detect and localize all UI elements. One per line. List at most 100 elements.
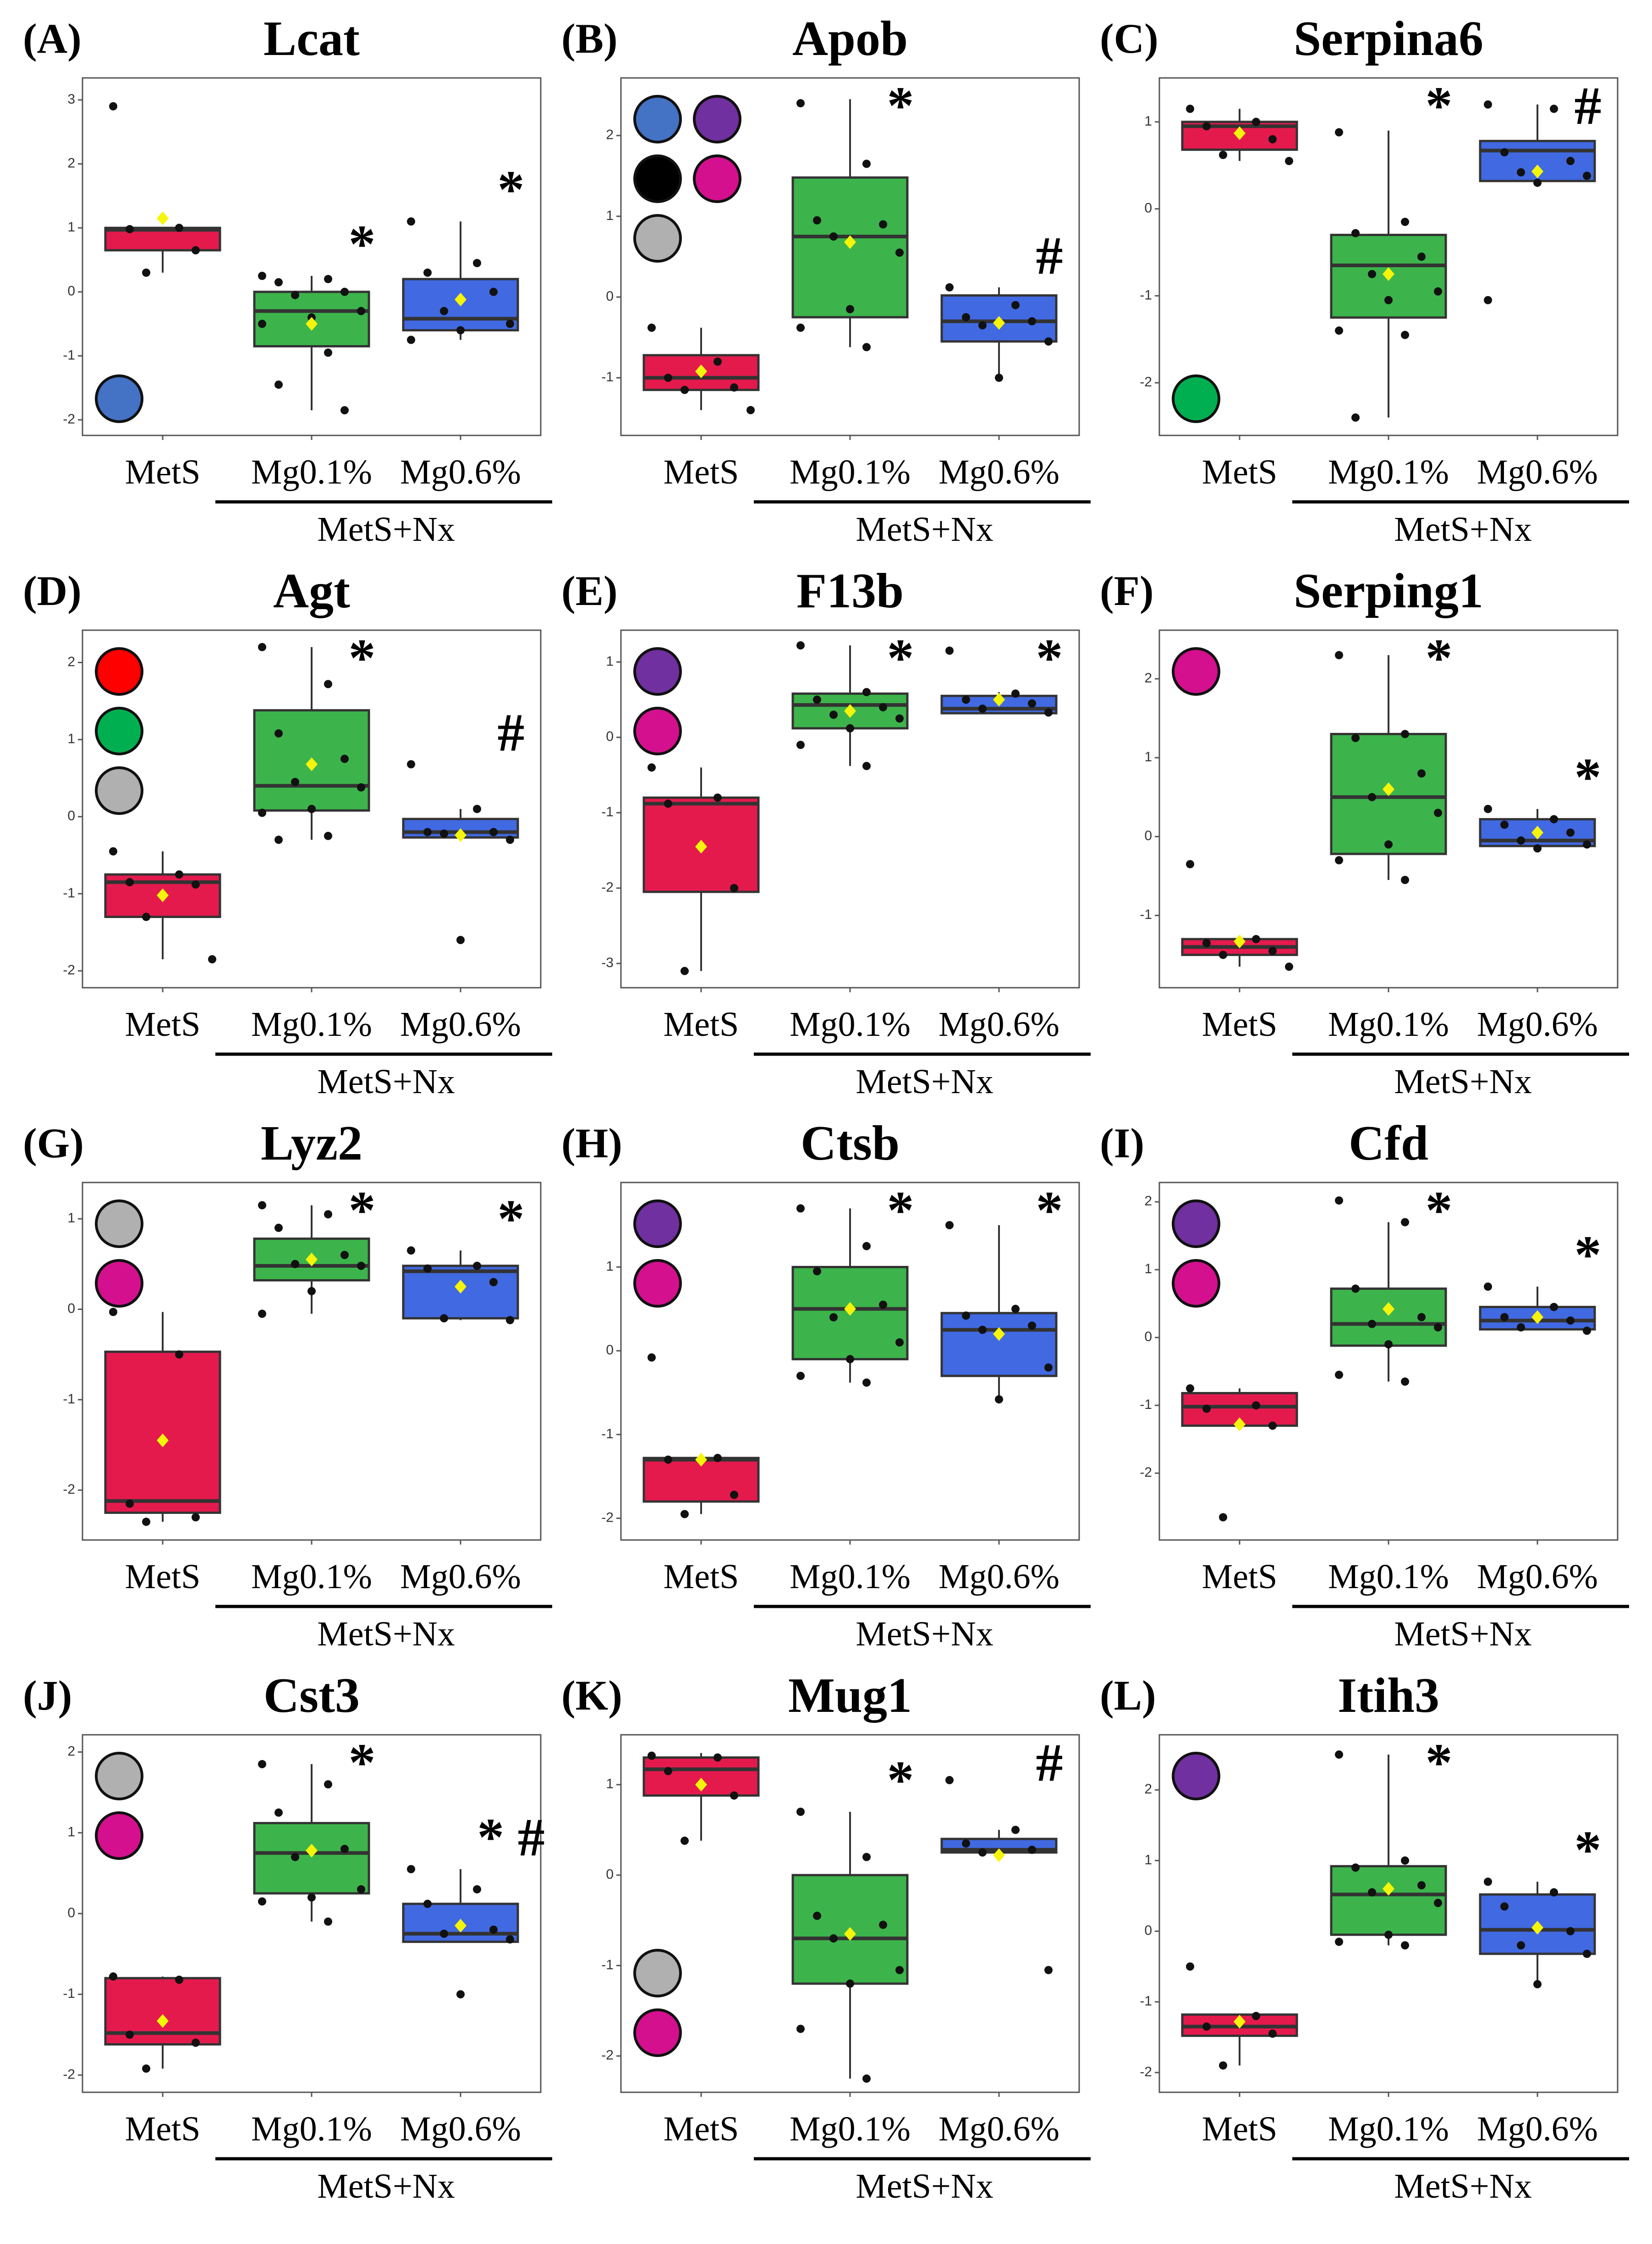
y-tick-label: -2 bbox=[601, 2048, 614, 2063]
y-tick-label: 2 bbox=[67, 155, 75, 170]
data-point bbox=[1500, 820, 1509, 829]
data-point bbox=[1484, 1282, 1492, 1291]
y-tick-label: 1 bbox=[67, 732, 75, 747]
data-point bbox=[192, 1513, 200, 1522]
data-point bbox=[357, 783, 365, 792]
data-point bbox=[796, 1371, 805, 1380]
significance-mark: * bbox=[887, 1180, 914, 1240]
data-point bbox=[945, 1776, 954, 1784]
data-point bbox=[407, 1865, 415, 1874]
data-point bbox=[1517, 168, 1525, 176]
data-point bbox=[1434, 1898, 1442, 1907]
significance-mark: * bbox=[1426, 1180, 1453, 1240]
category-label: MetS bbox=[125, 1005, 201, 1044]
data-point bbox=[648, 1353, 656, 1362]
data-point bbox=[340, 1845, 349, 1854]
data-point bbox=[1583, 171, 1591, 180]
panel-title: Cfd bbox=[1349, 1116, 1428, 1171]
y-tick-label: 0 bbox=[606, 289, 614, 304]
data-point bbox=[1351, 229, 1360, 237]
data-point bbox=[1351, 1863, 1360, 1872]
data-point bbox=[274, 380, 283, 389]
data-point bbox=[1500, 1313, 1509, 1321]
box-iqr bbox=[104, 1350, 221, 1514]
data-point bbox=[1219, 2061, 1227, 2070]
data-point bbox=[962, 1839, 970, 1848]
mean-marker bbox=[306, 1253, 318, 1266]
data-point bbox=[1368, 1888, 1376, 1897]
data-point bbox=[456, 326, 465, 335]
data-point bbox=[142, 913, 150, 921]
data-point bbox=[879, 1920, 887, 1929]
panel-serping1: (F)Serping1-1012MetS*Mg0.1%*Mg0.6%MetS+N… bbox=[1100, 564, 1629, 1101]
data-point bbox=[813, 1911, 821, 1920]
box-mets bbox=[104, 847, 221, 963]
data-point bbox=[846, 305, 854, 314]
significance-mark: * bbox=[1575, 747, 1602, 807]
y-tick-label: -1 bbox=[63, 1986, 75, 2001]
data-point bbox=[126, 1499, 134, 1508]
mean-marker bbox=[455, 1280, 467, 1294]
data-point bbox=[324, 275, 332, 283]
box-mg0-1-: * bbox=[791, 1180, 914, 1387]
box-mets bbox=[1181, 860, 1298, 971]
y-tick-label: -1 bbox=[601, 804, 614, 820]
data-point bbox=[796, 1204, 805, 1213]
y-tick-label: 0 bbox=[67, 1905, 75, 1920]
data-point bbox=[895, 1338, 904, 1347]
category-label: MetS bbox=[1202, 2110, 1278, 2148]
panel-title: Cst3 bbox=[263, 1668, 360, 1723]
data-point bbox=[1401, 1377, 1409, 1386]
data-point bbox=[713, 1753, 722, 1762]
mean-marker bbox=[455, 1919, 467, 1933]
data-point bbox=[1566, 828, 1575, 837]
legend-magenta-dot bbox=[1172, 647, 1220, 696]
y-tick-label: -1 bbox=[1140, 1397, 1152, 1412]
box-mets bbox=[1181, 1384, 1298, 1522]
data-point bbox=[175, 1350, 183, 1359]
category-label: Mg0.6% bbox=[400, 1557, 521, 1596]
data-point bbox=[291, 291, 299, 299]
data-point bbox=[1011, 1304, 1020, 1313]
data-point bbox=[1202, 1404, 1211, 1413]
data-point bbox=[681, 967, 689, 975]
mean-marker bbox=[993, 1848, 1005, 1862]
y-tick-label: 2 bbox=[1144, 671, 1152, 686]
data-point bbox=[456, 1990, 465, 1999]
data-point bbox=[274, 1223, 283, 1232]
data-point bbox=[796, 99, 805, 108]
data-point bbox=[1566, 1927, 1575, 1936]
group-label: MetS+Nx bbox=[317, 2167, 455, 2206]
y-tick-label: 0 bbox=[67, 284, 75, 299]
y-tick-label: 0 bbox=[606, 1342, 614, 1358]
data-point bbox=[142, 1518, 150, 1526]
data-point bbox=[473, 805, 481, 813]
category-label: Mg0.1% bbox=[1328, 2110, 1449, 2148]
panel-title: Ctsb bbox=[801, 1116, 900, 1171]
y-tick-label: -1 bbox=[1140, 1994, 1152, 2009]
data-point bbox=[895, 248, 904, 257]
data-point bbox=[1368, 793, 1376, 802]
data-point bbox=[664, 1455, 672, 1464]
data-point bbox=[846, 724, 854, 733]
data-point bbox=[746, 406, 755, 414]
mean-marker bbox=[306, 757, 318, 771]
data-point bbox=[879, 220, 887, 229]
significance-mark: # bbox=[1036, 226, 1063, 286]
y-tick-label: 1 bbox=[606, 654, 614, 669]
group-label: MetS+Nx bbox=[1394, 1062, 1531, 1101]
category-label: Mg0.6% bbox=[939, 2110, 1059, 2148]
data-point bbox=[109, 102, 117, 110]
data-point bbox=[1484, 805, 1492, 813]
significance-mark: * bbox=[498, 160, 525, 220]
box-iqr bbox=[1330, 1865, 1447, 1936]
category-label: Mg0.1% bbox=[790, 453, 911, 491]
box-mg0-1-: * bbox=[1330, 1732, 1453, 1950]
y-tick-label: -1 bbox=[601, 1957, 614, 1972]
y-tick-label: 3 bbox=[67, 92, 75, 107]
data-point bbox=[1517, 836, 1525, 845]
box-iqr bbox=[253, 1822, 370, 1895]
